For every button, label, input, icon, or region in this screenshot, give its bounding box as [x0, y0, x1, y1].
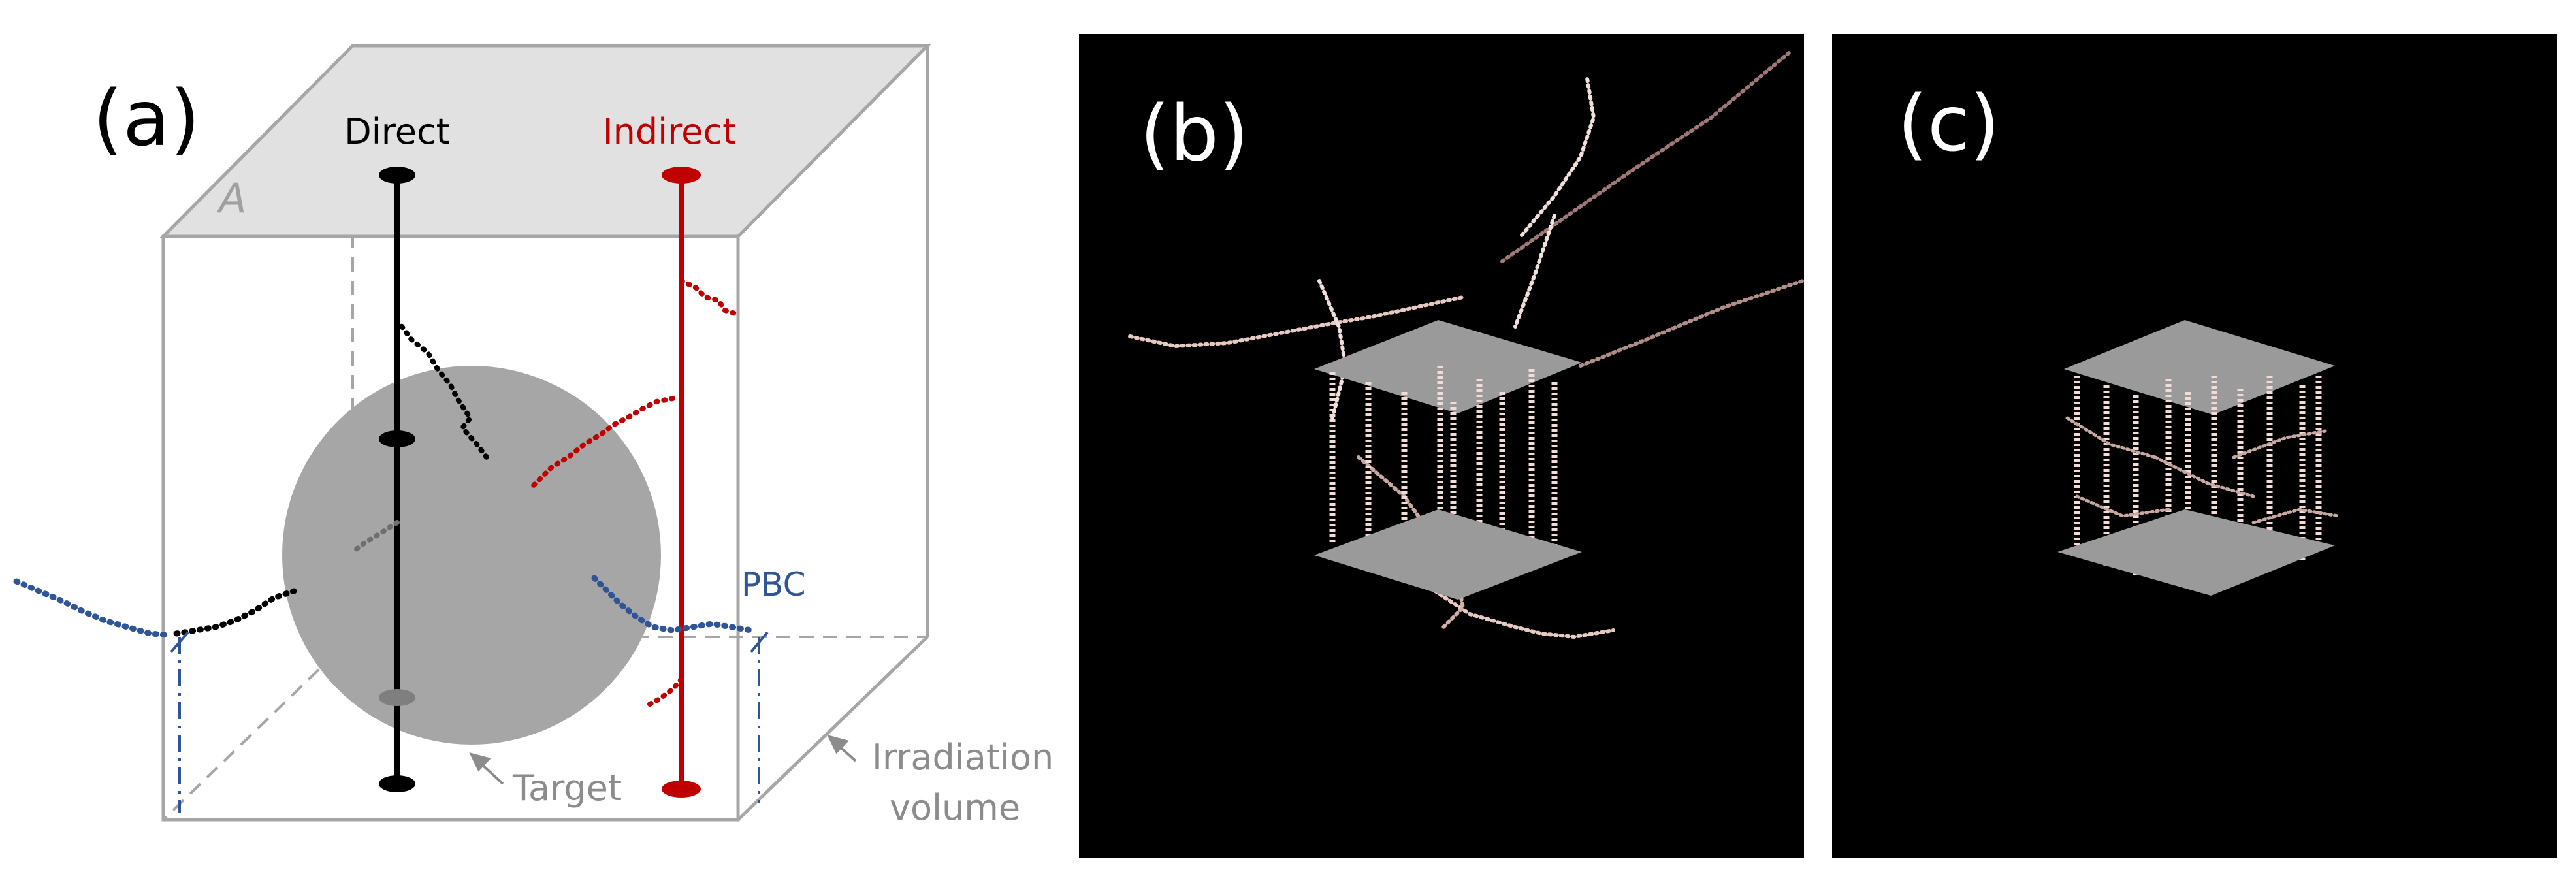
- panel-c-lower-slab: [2057, 509, 2335, 596]
- pbc-label: PBC: [741, 566, 806, 604]
- panel-c: (c): [1832, 34, 2557, 858]
- panel-c-short-tracks: [2065, 416, 2340, 524]
- direct-disk-top: [379, 167, 415, 184]
- top-face-label: A: [216, 174, 246, 222]
- pbc-track: [13, 575, 769, 813]
- box-visible-edges: [161, 46, 929, 822]
- direct-disk-mid-lower: [379, 689, 415, 706]
- direct-disk-mid-upper: [379, 430, 415, 447]
- direct-secondary-branch: [394, 317, 489, 460]
- indirect-secondary-middle: [530, 396, 675, 489]
- irradiation-arrow: [827, 734, 857, 762]
- target-sphere: [282, 366, 661, 745]
- irradiation-label-line2: volume: [890, 787, 1020, 828]
- panel-label-c: (c): [1897, 78, 2000, 169]
- indirect-track: [530, 167, 737, 798]
- panel-b: (b): [1079, 34, 1805, 858]
- indirect-secondary-upper: [679, 278, 737, 316]
- target-arrow: [469, 752, 504, 785]
- panel-a: A: [13, 44, 1054, 828]
- target-label: Target: [512, 767, 622, 809]
- direct-track: [350, 167, 489, 792]
- indirect-disk-bottom: [662, 781, 701, 798]
- box-top-face: [159, 44, 932, 238]
- indirect-disk-top: [662, 167, 701, 184]
- indirect-label: Indirect: [603, 111, 737, 152]
- direct-label: Direct: [344, 111, 450, 152]
- indirect-secondary-lower: [647, 677, 684, 707]
- panel-b-upper-slab: [1314, 320, 1582, 413]
- panel-c-upper-slab: [2064, 320, 2335, 415]
- panel-c-background: [1832, 34, 2557, 858]
- panel-b-lower-slab: [1314, 509, 1582, 600]
- irradiation-label-line1: Irradiation: [872, 737, 1054, 778]
- panel-label-a: (a): [93, 73, 200, 163]
- direct-disk-bottom: [379, 775, 415, 792]
- panel-label-b: (b): [1140, 88, 1249, 178]
